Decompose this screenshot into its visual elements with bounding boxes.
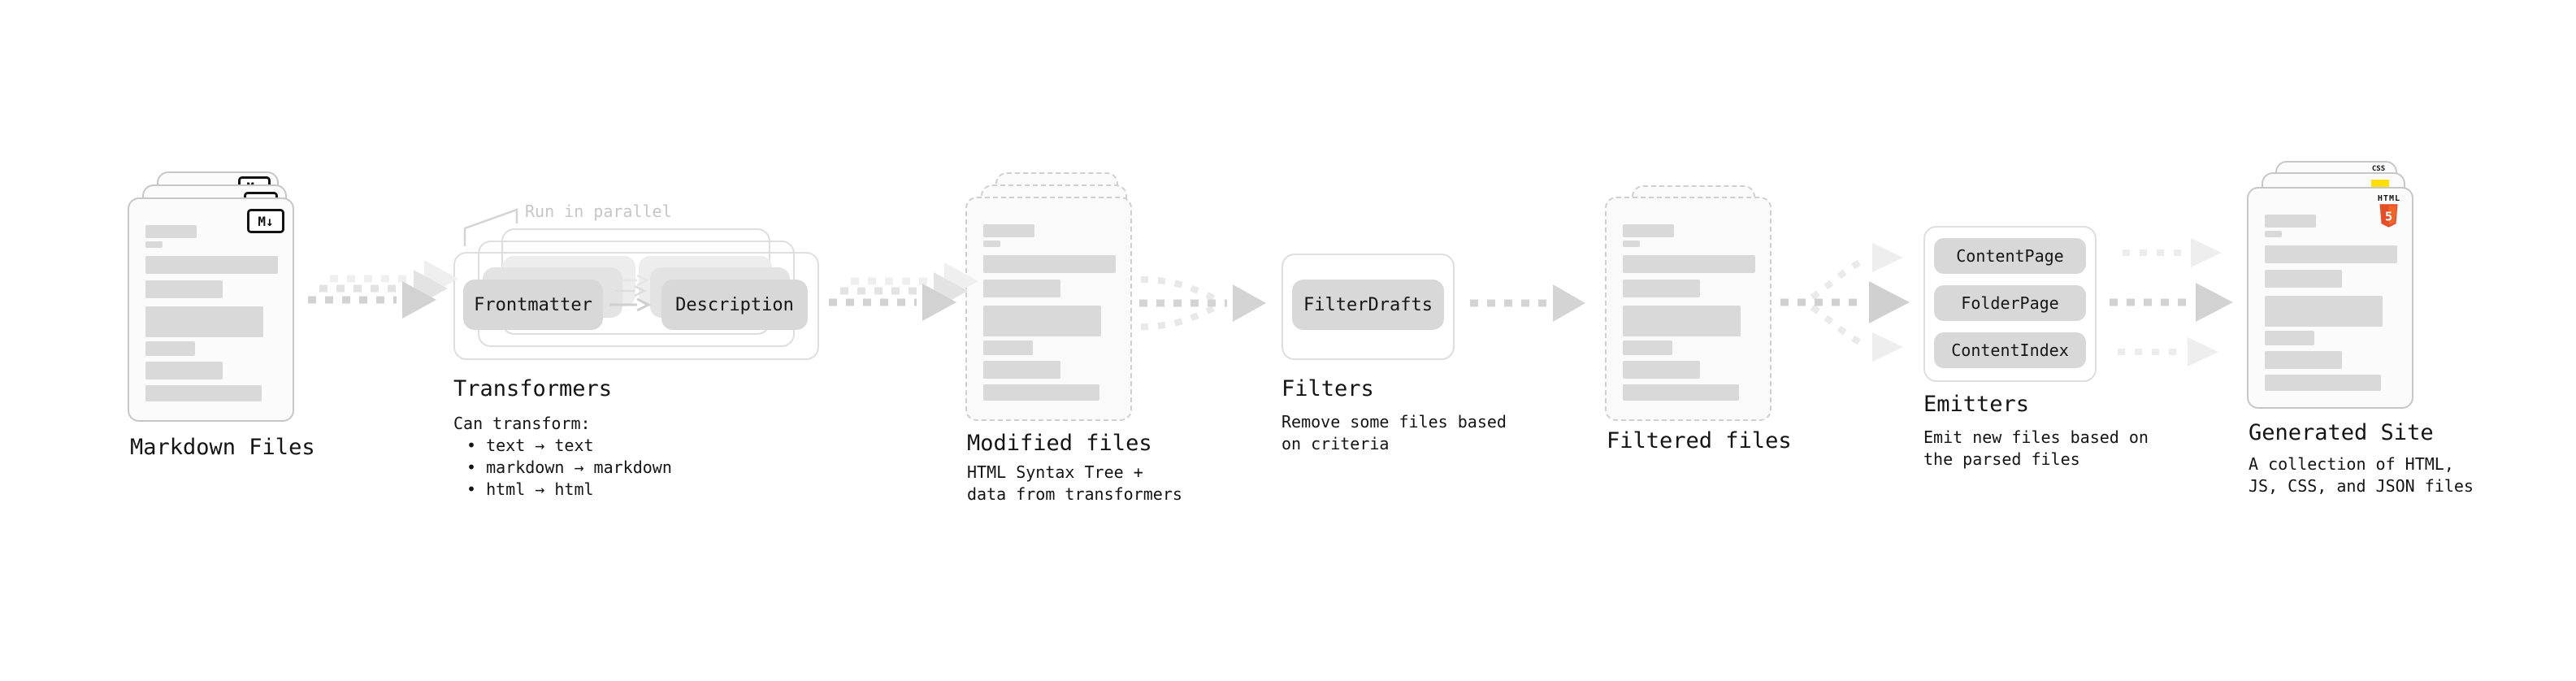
markdown-icon: M↓ [247, 209, 284, 233]
bullet-text-to-text: text → text [453, 435, 672, 457]
description-line: Emit new files based on [1923, 427, 2149, 447]
doc-text-line [983, 280, 1060, 297]
doc-text-line [1623, 255, 1755, 273]
can-transform-line: Can transform: [453, 414, 591, 433]
stage-title-filters: Filters [1281, 376, 1374, 401]
doc-text-line [2265, 351, 2342, 369]
filterdrafts-pill: FilterDrafts [1292, 280, 1444, 330]
transformer-layer-front [453, 252, 819, 360]
css-label: CSS [2371, 165, 2386, 173]
doc-text-line [983, 255, 1116, 273]
description-line: the parsed files [1923, 449, 2080, 469]
doc-text-line [145, 385, 262, 401]
description-line: data from transformers [967, 484, 1182, 504]
doc-text-line [145, 241, 163, 248]
filtered-doc-front [1605, 197, 1772, 421]
bullet-html-to-html: html → html [453, 479, 672, 501]
stage-title-filtered-files: Filtered files [1607, 428, 1792, 453]
doc-text-line [145, 225, 197, 238]
doc-text-line [983, 224, 1034, 237]
frontmatter-pill: Frontmatter [463, 280, 603, 330]
generated-doc-front: HTML 5 [2247, 187, 2413, 409]
markdown-doc-front: M↓ [128, 197, 294, 422]
html5-label: HTML [2377, 194, 2400, 203]
doc-text-line [1623, 241, 1640, 247]
stage-title-emitters: Emitters [1923, 392, 2030, 417]
description-line: Remove some files based [1281, 412, 1507, 432]
doc-text-line [1623, 306, 1741, 336]
emitters-panel [1923, 226, 2097, 382]
transformers-description: Can transform: text → text markdown → ma… [453, 413, 672, 501]
arrow-transformers-to-modified [829, 262, 978, 321]
doc-text-line [2265, 231, 2282, 237]
description-line: A collection of HTML, [2249, 454, 2454, 474]
doc-text-line [145, 362, 223, 380]
run-in-parallel-label: Run in parallel [525, 202, 672, 221]
generated-site-description: A collection of HTML, JS, CSS, and JSON … [2249, 453, 2474, 497]
filters-description: Remove some files based on criteria [1281, 411, 1507, 455]
doc-text-line [2265, 375, 2381, 391]
doc-text-line [983, 361, 1060, 379]
emitters-description: Emit new files based on the parsed files [1923, 427, 2149, 471]
doc-text-line [2265, 331, 2314, 345]
html5-shield: 5 [2379, 204, 2398, 228]
doc-text-line [2265, 215, 2316, 228]
stage-title-transformers: Transformers [453, 376, 613, 401]
arrow-filters-to-filtered [1470, 284, 1585, 322]
doc-text-line [1623, 340, 1672, 355]
doc-text-line [2265, 296, 2383, 327]
description-line: on criteria [1281, 434, 1390, 453]
doc-text-line [145, 341, 195, 356]
doc-text-line [983, 384, 1099, 401]
stage-title-modified-files: Modified files [967, 431, 1152, 456]
modified-doc-front [965, 197, 1132, 421]
doc-text-line [1623, 224, 1674, 237]
doc-text-line [983, 340, 1033, 355]
arrow-emitters-to-generated [2110, 238, 2233, 367]
stage-title-markdown-files: Markdown Files [130, 435, 315, 460]
doc-text-line [1623, 384, 1739, 401]
doc-text-line [983, 306, 1101, 336]
description-pill: Description [661, 280, 808, 330]
html5-number: 5 [2385, 209, 2392, 223]
doc-text-line [145, 256, 278, 274]
doc-text-line [2265, 245, 2397, 263]
doc-text-line [2265, 270, 2342, 288]
doc-text-line [983, 241, 1000, 247]
arrow-filtered-to-emitters [1780, 243, 1910, 362]
description-line: HTML Syntax Tree + [967, 462, 1143, 482]
doc-text-line [145, 280, 223, 298]
doc-text-line [1623, 361, 1700, 379]
contentindex-pill: ContentIndex [1934, 332, 2086, 368]
contentpage-pill: ContentPage [1934, 238, 2086, 274]
stage-title-generated-site: Generated Site [2249, 420, 2434, 445]
html5-icon: HTML 5 [2378, 195, 2400, 230]
arrow-modified-to-filters [1139, 276, 1266, 330]
filters-panel [1281, 254, 1455, 360]
bullet-markdown-to-markdown: markdown → markdown [453, 457, 672, 479]
folderpage-pill: FolderPage [1934, 285, 2086, 321]
arrow-markdown-to-transformers [308, 260, 458, 319]
doc-text-line [145, 306, 263, 337]
doc-text-line [1623, 280, 1700, 297]
modified-files-description: HTML Syntax Tree + data from transformer… [967, 462, 1182, 505]
description-line: JS, CSS, and JSON files [2249, 476, 2474, 496]
